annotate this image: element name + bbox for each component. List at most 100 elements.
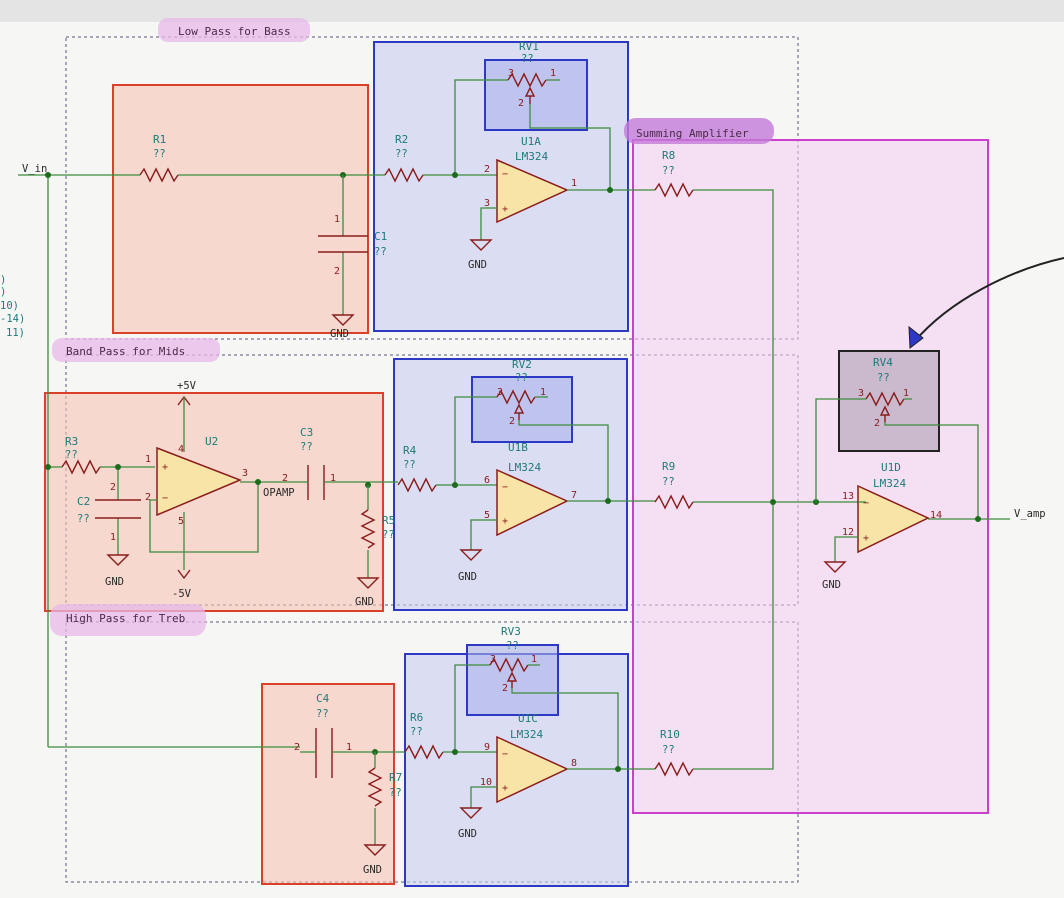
svg-text:3: 3 [484,198,490,209]
svg-text:−: − [502,749,508,760]
svg-text:1: 1 [330,473,336,484]
gnd-c2-label: GND [105,576,124,588]
rv1-ref: RV1 [519,40,539,53]
gnd-u1d-symbol [823,561,847,573]
svg-text:10: 10 [480,777,492,788]
gnd-u1a-label: GND [468,259,487,271]
gnd-r5-label: GND [355,596,374,608]
c4-capacitor [315,728,333,778]
u1a-opamp [496,158,569,224]
svg-text:+: + [162,462,168,473]
left-fragment-5: 11) [6,327,25,339]
rv4-potentiometer [865,391,905,407]
r6-value: ?? [410,726,423,738]
r2-ref: R2 [395,133,408,146]
r5-value: ?? [382,529,395,541]
c1-ref: C1 [374,230,387,243]
gnd-u1c-label: GND [458,828,477,840]
left-fragment-2: ) [0,286,6,298]
svg-text:1: 1 [550,68,556,79]
v-in-wire [18,174,300,748]
svg-text:1: 1 [145,454,151,465]
c1-value: ?? [374,246,387,258]
r4-value: ?? [403,459,416,471]
u1c-part: LM324 [510,728,543,741]
svg-text:2: 2 [518,98,524,109]
r6-ref: R6 [410,711,423,724]
svg-text:12: 12 [842,527,854,538]
u2-part: OPAMP [263,487,295,499]
svg-text:1: 1 [540,387,546,398]
u1b-ref: U1B [508,441,528,454]
svg-text:3: 3 [858,388,864,399]
v-amp-label: V_amp [1014,508,1046,520]
pot-rv4-box [838,350,940,452]
rv2-ref: RV2 [512,358,532,371]
pot-rv1-box [484,59,588,131]
svg-text:4: 4 [178,444,184,455]
annotation-arrow-head [908,325,924,349]
svg-text:8: 8 [571,758,577,769]
left-fragment-1: ) [0,274,6,286]
band-pass-title: Band Pass for Mids [66,345,185,358]
svg-text:6: 6 [484,475,490,486]
svg-text:1: 1 [571,178,577,189]
r2-value: ?? [395,148,408,160]
low-pass-title: Low Pass for Bass [178,25,291,38]
u1b-opamp [496,468,569,537]
r7-resistor [367,767,383,807]
svg-text:13: 13 [842,491,854,502]
svg-text:+: + [502,783,508,794]
r7-value: ?? [389,787,402,799]
gnd-u1b-label: GND [458,571,477,583]
annotation-arrow [913,257,1064,343]
rv2-potentiometer [496,389,536,405]
r9-value: ?? [662,476,675,488]
c4-value: ?? [316,708,329,720]
svg-text:3: 3 [242,468,248,479]
gnd-c1-symbol [331,314,355,326]
svg-text:+: + [502,204,508,215]
u1a-ref: U1A [521,135,541,148]
svg-text:−: − [863,498,869,509]
r1-ref: R1 [153,133,166,146]
svg-text:−: − [502,169,508,180]
u1d-part: LM324 [873,477,906,490]
rv1-potentiometer [507,72,547,88]
rv1-value: ?? [521,53,534,65]
svg-text:2: 2 [334,266,340,277]
svg-text:−: − [502,482,508,493]
svg-text:2: 2 [484,164,490,175]
r3-value: ?? [65,449,78,461]
band-pass-filter-box [44,392,384,612]
r8-ref: R8 [662,149,675,162]
u1d-opamp [857,484,930,554]
gnd-c2-symbol [106,554,130,566]
rv3-value: ?? [506,640,519,652]
gnd-u1c-symbol [459,807,483,819]
svg-text:1: 1 [531,654,537,665]
gnd-u1b-symbol [459,549,483,561]
u2-ref: U2 [205,435,218,448]
svg-text:1: 1 [903,388,909,399]
c2-value: ?? [77,513,90,525]
svg-text:3: 3 [508,68,514,79]
svg-text:5: 5 [484,510,490,521]
svg-text:+: + [502,516,508,527]
svg-text:2: 2 [282,473,288,484]
c2-ref: C2 [77,495,90,508]
high-pass-title: High Pass for Treb [66,612,185,625]
svg-text:2: 2 [294,742,300,753]
left-fragment-3: 10) [0,300,19,312]
svg-text:1: 1 [334,214,340,225]
r4-ref: R4 [403,444,417,457]
svg-text:1: 1 [110,532,116,543]
svg-text:+: + [863,533,869,544]
r9-ref: R9 [662,460,675,473]
u1a-part: LM324 [515,150,548,163]
gnd-u1a-symbol [469,239,493,251]
c1-capacitor [318,235,368,253]
svg-text:7: 7 [571,490,577,501]
gnd-u1d-label: GND [822,579,841,591]
